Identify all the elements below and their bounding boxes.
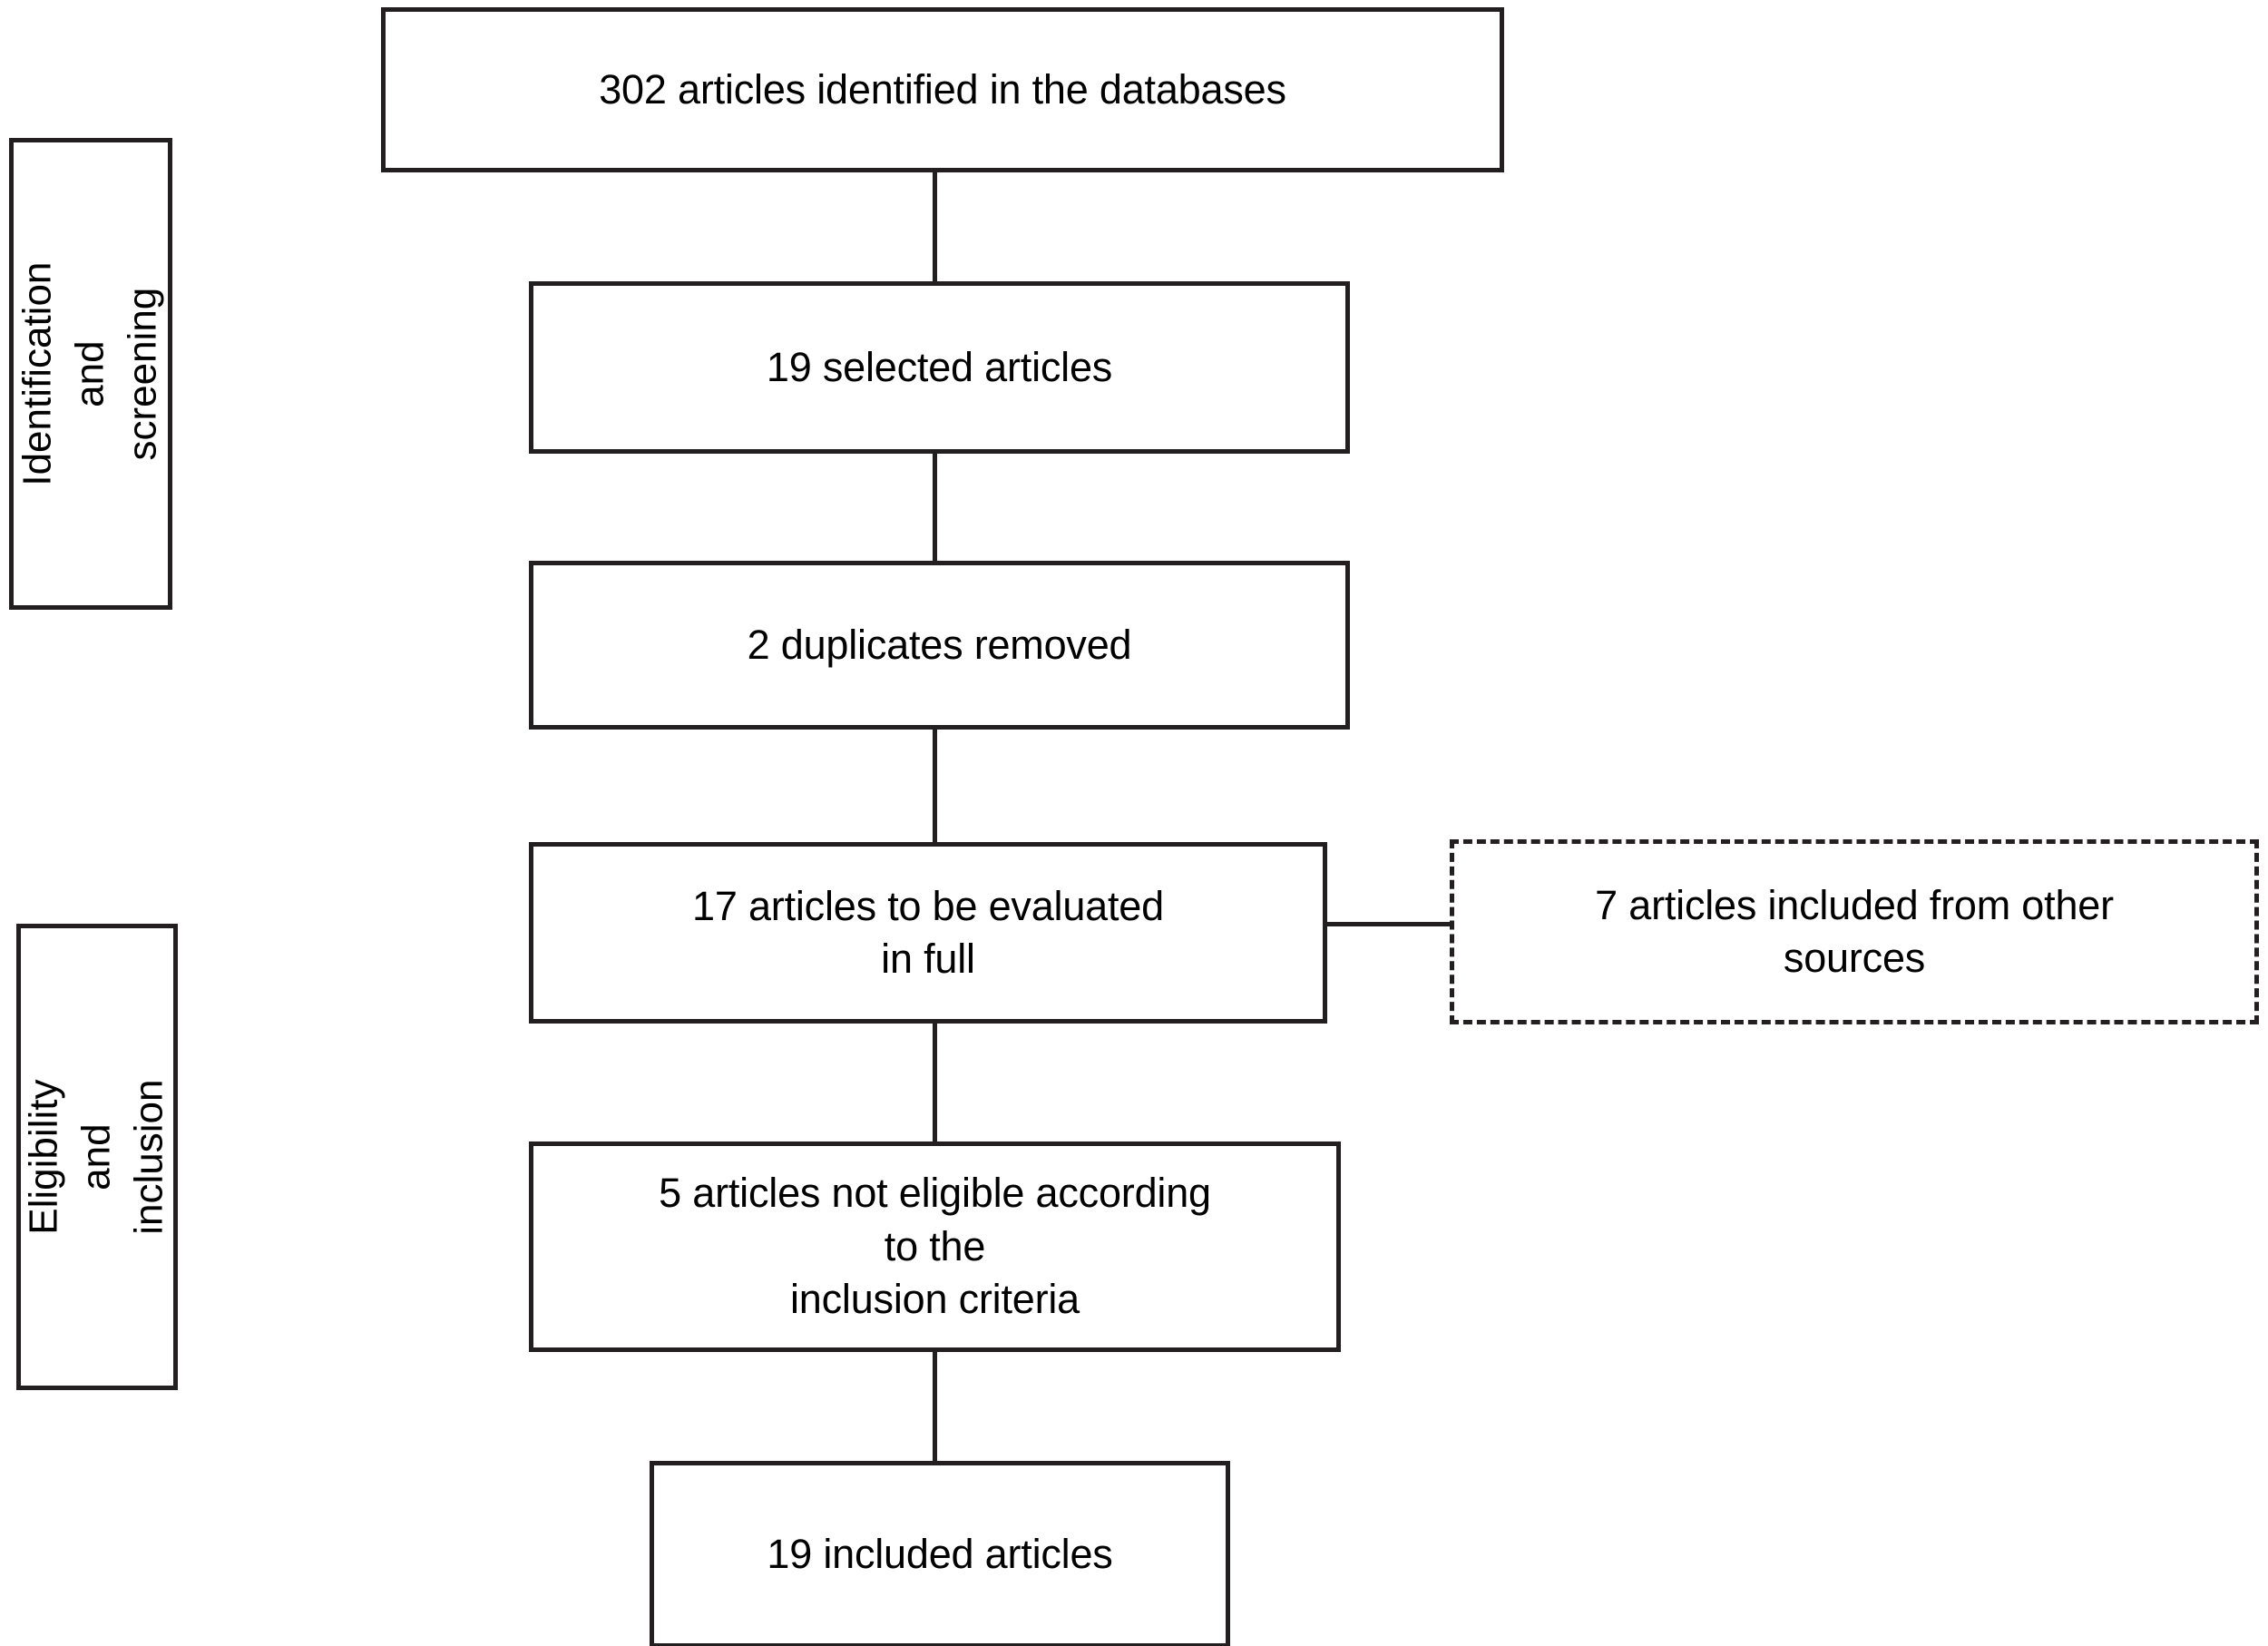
node-included-articles: 19 included articles [650, 1461, 1230, 1646]
node-articles-identified: 302 articles identified in the databases [381, 7, 1504, 172]
phase-label-identification-screening: Identification and screening [9, 138, 172, 610]
node-label: 302 articles identified in the databases [599, 65, 1286, 113]
node-articles-from-other-sources: 7 articles included from other sources [1450, 839, 2259, 1024]
node-articles-evaluated-in-full: 17 articles to be evaluated in full [529, 842, 1327, 1024]
node-articles-not-eligible: 5 articles not eligible according to the… [529, 1141, 1341, 1352]
phase-label-text: Eligibility and inclusion [21, 1079, 172, 1235]
phase-label-eligibility-inclusion: Eligibility and inclusion [16, 924, 178, 1390]
node-duplicates-removed: 2 duplicates removed [529, 561, 1350, 730]
node-selected-articles: 19 selected articles [529, 281, 1350, 454]
node-label: 17 articles to be evaluated in full [692, 882, 1164, 983]
node-label: 19 selected articles [766, 343, 1113, 390]
edge-duplicates-to-evaluated [933, 727, 937, 848]
node-label: 7 articles included from other sources [1595, 881, 2114, 982]
node-label: 2 duplicates removed [747, 621, 1132, 668]
phase-label-text: Identification and screening [15, 261, 166, 486]
node-label: 5 articles not eligible according to the… [659, 1170, 1211, 1323]
node-label: 19 included articles [767, 1530, 1113, 1577]
edge-identified-to-selected [933, 169, 937, 287]
edge-evaluated-to-not-eligible [933, 1022, 937, 1143]
edge-not-eligible-to-included [933, 1348, 937, 1463]
edge-evaluated-to-other-sources [1323, 922, 1452, 926]
edge-selected-to-duplicates [933, 450, 937, 568]
